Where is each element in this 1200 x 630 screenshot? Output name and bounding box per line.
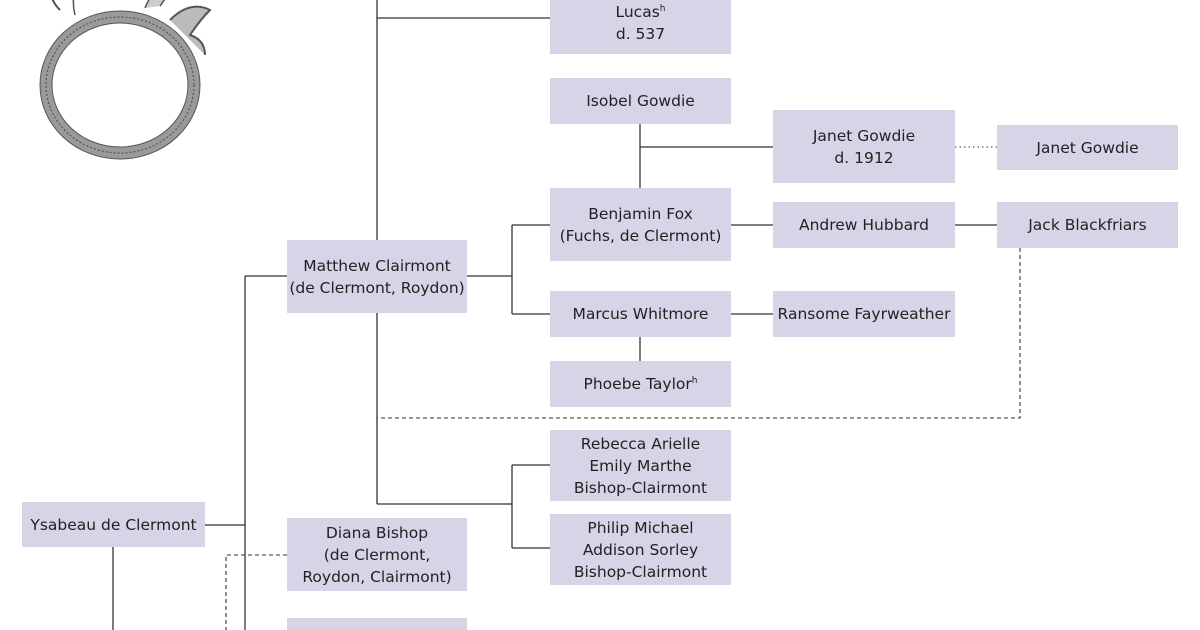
node-label: (Fuchs, de Clermont) — [559, 226, 722, 245]
node-janet-gowdie: Janet Gowdie — [997, 125, 1178, 170]
node-label: (de Clermont, — [323, 545, 431, 564]
node-label: Ransome Fayrweather — [777, 305, 951, 323]
node-philip-bishop-clairmont: Philip Michael Addison Sorley Bishop-Cla… — [550, 514, 731, 585]
node-lucas: Lucash d. 537 — [550, 0, 731, 54]
node-janet-gowdie-1912: Janet Gowdie d. 1912 — [773, 110, 955, 183]
node-ysabeau-de-clermont: Ysabeau de Clermont — [22, 502, 205, 547]
node-label: Addison Sorley — [582, 540, 699, 559]
node-label: Diana Bishop — [325, 523, 429, 542]
node-label: Emily Marthe — [589, 456, 692, 475]
node-rebecca-bishop-clairmont: Rebecca Arielle Emily Marthe Bishop-Clai… — [550, 430, 731, 501]
node-label: Andrew Hubbard — [798, 216, 930, 234]
node-label: Janet Gowdie — [812, 126, 916, 145]
node-diana-bishop: Diana Bishop (de Clermont, Roydon, Clair… — [287, 518, 467, 591]
node-label: Roydon, Clairmont) — [302, 567, 452, 586]
node-benjamin-fox: Benjamin Fox (Fuchs, de Clermont) — [550, 188, 731, 261]
node-phoebe-taylor: Phoebe Taylorh — [550, 361, 731, 407]
node-superscript: h — [691, 375, 698, 386]
node-isobel-gowdie: Isobel Gowdie — [550, 78, 731, 124]
node-label: Bishop-Clairmont — [573, 562, 708, 581]
node-label: Marcus Whitmore — [572, 305, 709, 323]
node-label: d. 1912 — [834, 148, 894, 167]
node-label: Jack Blackfriars — [1028, 216, 1147, 234]
node-label: Ysabeau de Clermont — [30, 515, 197, 534]
node-marcus-whitmore: Marcus Whitmore — [550, 291, 731, 337]
node-label: d. 537 — [615, 25, 666, 43]
node-label: Janet Gowdie — [1036, 138, 1139, 157]
node-label: Rebecca Arielle — [580, 434, 701, 453]
node-jack-blackfriars: Jack Blackfriars — [997, 202, 1178, 248]
node-label: Isobel Gowdie — [586, 92, 695, 110]
connector — [225, 554, 287, 630]
node-label: Lucas — [615, 3, 660, 21]
ouroboros-icon — [39, 0, 212, 160]
node-andrew-hubbard: Andrew Hubbard — [773, 202, 955, 248]
node-label: Philip Michael — [587, 518, 694, 537]
node-ransome-fayrweather: Ransome Fayrweather — [773, 291, 955, 337]
node-superscript: h — [659, 3, 666, 14]
node-label: Bishop-Clairmont — [573, 478, 708, 497]
node-label: (de Clermont, Roydon) — [289, 278, 465, 297]
node-cut-off — [287, 618, 467, 630]
node-matthew-clairmont: Matthew Clairmont (de Clermont, Roydon) — [287, 240, 467, 313]
node-label: Benjamin Fox — [588, 204, 693, 223]
connector — [377, 248, 1021, 419]
node-label: Matthew Clairmont — [303, 256, 451, 275]
node-label: Phoebe Taylor — [583, 375, 692, 393]
